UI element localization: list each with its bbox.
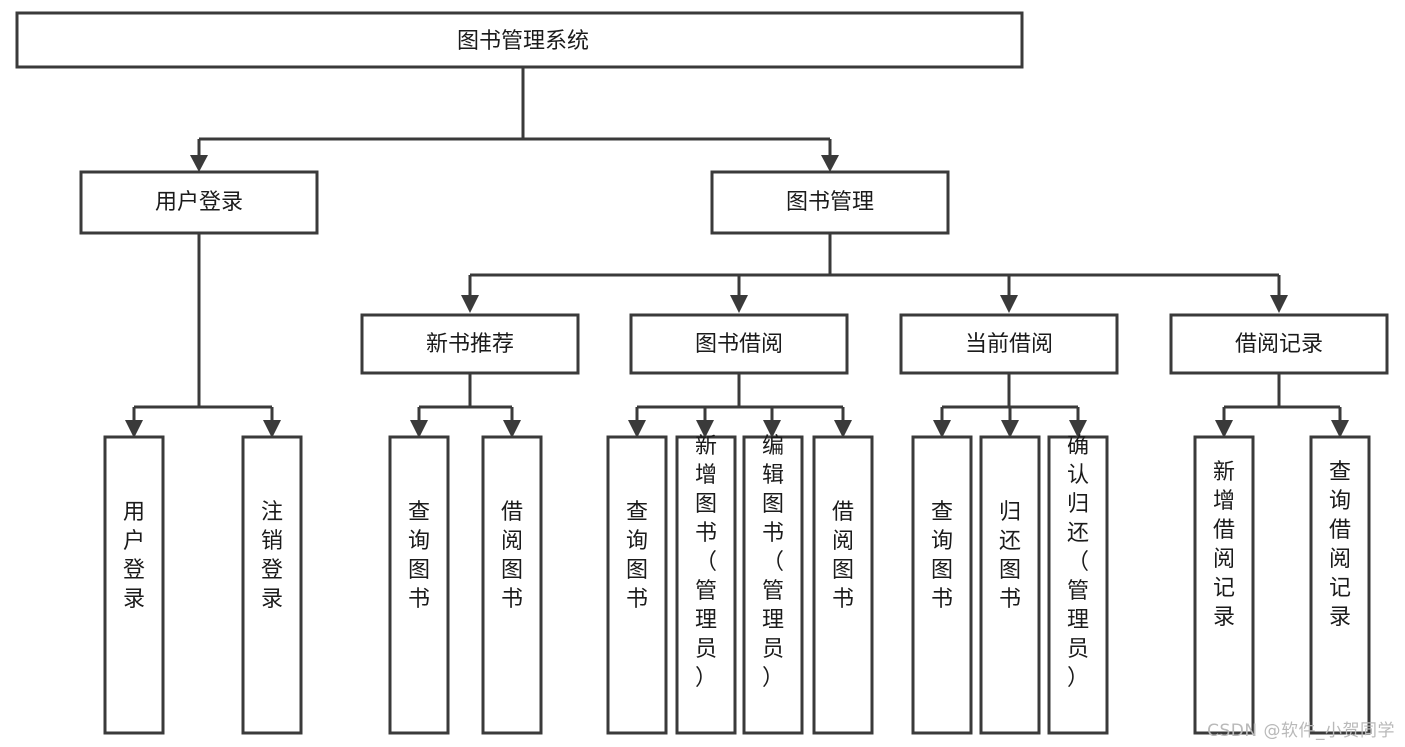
node-leaf-return-book[interactable]: 归还图书 [979, 435, 1041, 735]
node-leaf-borrow-book-1-label: 借阅图书 [501, 500, 523, 612]
node-leaf-user-login-label: 用户登录 [123, 500, 145, 612]
node-leaf-borrow-book-2-box[interactable] [812, 435, 874, 735]
node-leaf-borrow-book-2-label: 借阅图书 [832, 500, 854, 612]
arrow-to-leaf-add-book [696, 420, 714, 438]
node-leaf-user-logout[interactable]: 注销登录 [241, 435, 303, 735]
node-new-book-recommend[interactable]: 新书推荐 [360, 313, 580, 375]
node-leaf-user-login-box[interactable] [103, 435, 165, 735]
node-leaf-confirm-return-box[interactable] [1047, 435, 1109, 735]
node-leaf-add-book-label: 新增图书（管理员） [695, 434, 717, 691]
node-book-borrow-box[interactable] [629, 313, 849, 375]
arrow-to-leaf-user-logout [263, 420, 281, 438]
node-leaf-query-book-3[interactable]: 查询图书 [911, 435, 973, 735]
arrow-to-new-book-recommend [461, 295, 479, 313]
arrow-to-user-login [190, 155, 208, 172]
arrow-to-book-borrow [730, 295, 748, 313]
arrow-to-leaf-add-record [1215, 420, 1233, 438]
node-leaf-query-book-1-box[interactable] [388, 435, 450, 735]
node-leaf-add-book[interactable]: 新增图书（管理员） [675, 434, 737, 735]
node-leaf-borrow-book-2[interactable]: 借阅图书 [812, 435, 874, 735]
node-root-label: 图书管理系统 [457, 29, 589, 54]
node-new-book-recommend-label: 新书推荐 [426, 332, 514, 357]
node-leaf-confirm-return-label: 确认归还（管理员） [1067, 434, 1089, 691]
node-current-borrow[interactable]: 当前借阅 [899, 313, 1119, 375]
node-user-login[interactable]: 用户登录 [79, 170, 319, 235]
arrow-to-current-borrow [1000, 295, 1018, 313]
node-leaf-query-record-label: 查询借阅记录 [1329, 460, 1351, 630]
node-leaf-query-book-2-box[interactable] [606, 435, 668, 735]
node-leaf-edit-book-label: 编辑图书（管理员） [762, 434, 784, 691]
node-book-manage[interactable]: 图书管理 [710, 170, 950, 235]
node-book-manage-label: 图书管理 [786, 190, 874, 215]
node-current-borrow-box[interactable] [899, 313, 1119, 375]
arrow-to-leaf-query-book-2 [628, 420, 646, 438]
node-root[interactable]: 图书管理系统 [15, 11, 1024, 69]
node-borrow-record[interactable]: 借阅记录 [1169, 313, 1389, 375]
arrow-to-leaf-borrow-book-1 [503, 420, 521, 438]
node-leaf-query-book-3-label: 查询图书 [931, 500, 953, 612]
node-leaf-user-login[interactable]: 用户登录 [103, 435, 165, 735]
node-leaf-borrow-book-1-box[interactable] [481, 435, 543, 735]
node-leaf-return-book-label: 归还图书 [999, 500, 1021, 612]
node-book-borrow[interactable]: 图书借阅 [629, 313, 849, 375]
node-book-borrow-label: 图书借阅 [695, 332, 783, 357]
arrow-to-leaf-edit-book [763, 420, 781, 438]
node-leaf-user-logout-box[interactable] [241, 435, 303, 735]
node-new-book-recommend-box[interactable] [360, 313, 580, 375]
node-leaf-user-logout-label: 注销登录 [261, 500, 283, 612]
node-leaf-edit-book[interactable]: 编辑图书（管理员） [742, 434, 804, 735]
node-leaf-borrow-book-1[interactable]: 借阅图书 [481, 435, 543, 735]
node-leaf-query-book-2-label: 查询图书 [626, 500, 648, 612]
arrow-to-leaf-return-book [1001, 420, 1019, 438]
arrow-to-leaf-query-book-3 [933, 420, 951, 438]
node-current-borrow-label: 当前借阅 [965, 332, 1053, 357]
node-leaf-query-record-box[interactable] [1309, 435, 1371, 735]
node-leaf-query-book-3-box[interactable] [911, 435, 973, 735]
node-leaf-query-record[interactable]: 查询借阅记录 [1309, 435, 1371, 735]
node-leaf-add-record-label: 新增借阅记录 [1213, 460, 1235, 630]
node-leaf-query-book-1-label: 查询图书 [408, 500, 430, 612]
edges-layer [125, 67, 1349, 438]
arrow-to-leaf-query-record [1331, 420, 1349, 438]
arrow-to-leaf-confirm-return [1069, 420, 1087, 438]
node-leaf-confirm-return[interactable]: 确认归还（管理员） [1047, 434, 1109, 735]
arrow-to-leaf-borrow-book-2 [834, 420, 852, 438]
node-borrow-record-label: 借阅记录 [1235, 332, 1323, 357]
node-root-box[interactable] [15, 11, 1024, 69]
nodes-layer: 图书管理系统 用户登录 图书管理 新书推荐 图书借阅 当前 [15, 11, 1389, 735]
node-user-login-box[interactable] [79, 170, 319, 235]
node-borrow-record-box[interactable] [1169, 313, 1389, 375]
node-user-login-label: 用户登录 [155, 190, 243, 215]
node-leaf-add-book-box[interactable] [675, 435, 737, 735]
node-leaf-return-book-box[interactable] [979, 435, 1041, 735]
node-leaf-add-record[interactable]: 新增借阅记录 [1193, 435, 1255, 735]
arrow-to-leaf-query-book-1 [410, 420, 428, 438]
node-leaf-query-book-1[interactable]: 查询图书 [388, 435, 450, 735]
node-leaf-edit-book-box[interactable] [742, 435, 804, 735]
node-leaf-query-book-2[interactable]: 查询图书 [606, 435, 668, 735]
arrow-to-borrow-record [1270, 295, 1288, 313]
node-leaf-add-record-box[interactable] [1193, 435, 1255, 735]
arrow-to-leaf-user-login [125, 420, 143, 438]
arrow-to-book-manage [821, 155, 839, 172]
node-book-manage-box[interactable] [710, 170, 950, 235]
